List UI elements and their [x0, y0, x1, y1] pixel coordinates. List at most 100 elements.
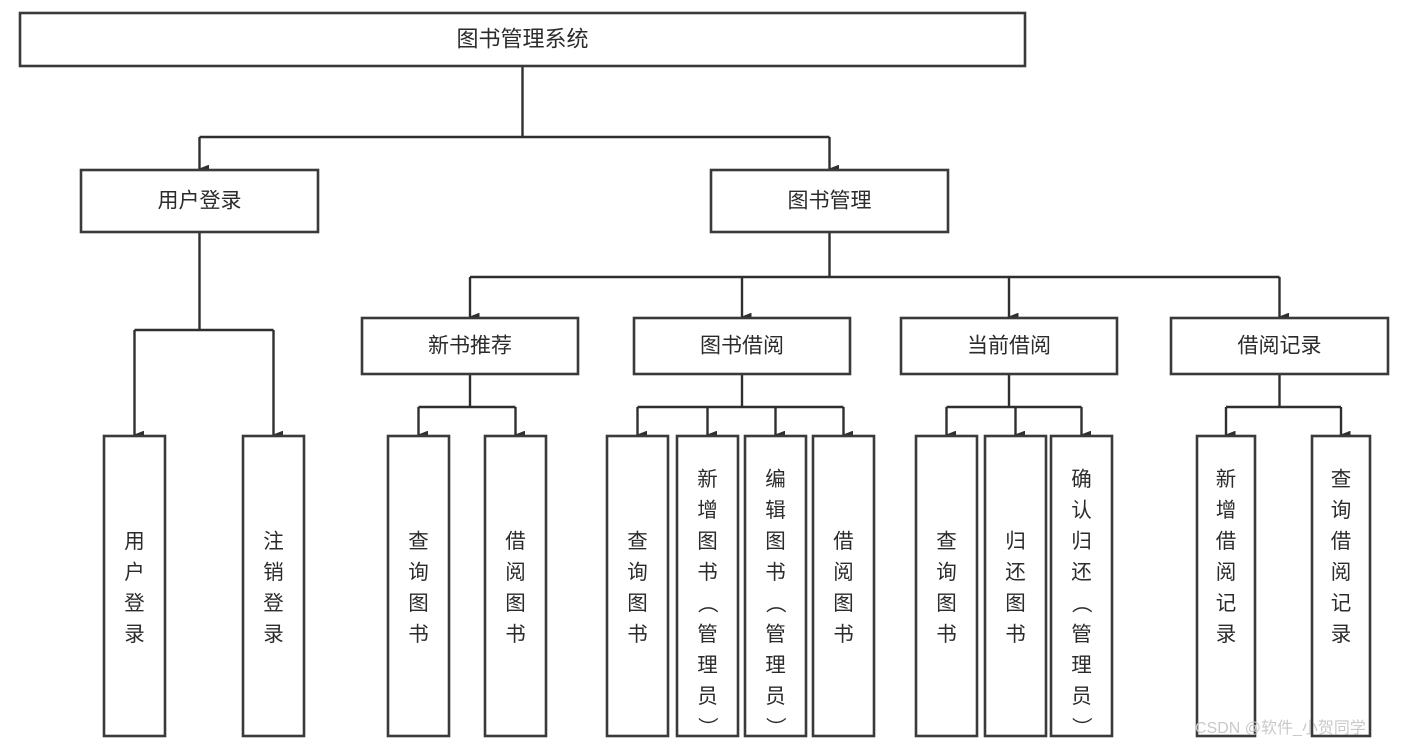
svg-text:还: 还 — [1005, 561, 1026, 584]
svg-text:）: ） — [1070, 717, 1093, 738]
svg-text:书: 书 — [833, 623, 854, 646]
node-box-root[interactable] — [18, 11, 1027, 68]
node-boxes: 图书管理系统用户登录图书管理新书推荐图书借阅当前借阅借阅记录用户登录注销登录查询… — [18, 11, 1390, 738]
connector-currentborrow_to_leaves — [947, 374, 1082, 435]
node-box-book-manage[interactable] — [709, 168, 950, 234]
connector-level2_to_level3 — [470, 232, 1280, 317]
svg-text:询: 询 — [408, 561, 429, 584]
node-box-borrow-record[interactable] — [1169, 316, 1390, 376]
node-box-leaf-query-book-1[interactable] — [386, 434, 451, 738]
svg-text:新: 新 — [1216, 468, 1237, 491]
svg-text:书: 书 — [1005, 623, 1026, 646]
connector-borrowrecord_to_leaves — [1226, 374, 1341, 435]
node-label-borrow-record: 借阅记录 — [1238, 335, 1322, 358]
node-label-leaf-user-login: 用户登录 — [124, 530, 145, 646]
connector-userlogin_to_leaves — [135, 232, 274, 435]
svg-text:销: 销 — [263, 561, 284, 584]
node-leaf-user-login[interactable]: 用户登录 — [102, 434, 167, 738]
node-box-leaf-edit-book-admin[interactable] — [743, 434, 808, 738]
node-box-leaf-add-borrow-record[interactable] — [1195, 434, 1257, 738]
svg-text:书: 书 — [697, 561, 718, 584]
node-box-leaf-query-book-2[interactable] — [605, 434, 670, 738]
node-box-leaf-query-borrow-record[interactable] — [1310, 434, 1372, 738]
svg-text:注: 注 — [263, 530, 284, 553]
svg-text:书: 书 — [408, 623, 429, 646]
svg-text:（: （ — [1070, 593, 1093, 614]
node-box-book-borrow[interactable] — [632, 316, 852, 376]
svg-text:归: 归 — [1071, 530, 1092, 553]
connector-root_to_level2 — [200, 66, 830, 169]
svg-text:确: 确 — [1071, 468, 1092, 491]
node-box-user-login[interactable] — [79, 168, 320, 234]
svg-text:录: 录 — [1331, 623, 1352, 646]
svg-text:理: 理 — [1071, 654, 1092, 677]
node-root[interactable]: 图书管理系统 — [18, 11, 1027, 68]
svg-text:书: 书 — [505, 623, 526, 646]
svg-text:理: 理 — [697, 654, 718, 677]
svg-text:归: 归 — [1005, 530, 1026, 553]
node-box-new-book-recommend[interactable] — [360, 316, 580, 376]
node-box-leaf-add-book-admin[interactable] — [675, 434, 740, 738]
svg-text:用: 用 — [124, 530, 145, 553]
svg-text:借: 借 — [1216, 530, 1237, 553]
svg-text:员: 员 — [1071, 685, 1092, 708]
svg-text:管: 管 — [697, 623, 718, 646]
node-label-book-manage: 图书管理 — [788, 190, 872, 213]
svg-text:阅: 阅 — [505, 561, 526, 584]
node-box-leaf-user-logout[interactable] — [241, 434, 306, 738]
node-label-current-borrow: 当前借阅 — [967, 335, 1051, 358]
svg-text:询: 询 — [1331, 499, 1352, 522]
node-box-leaf-return-book[interactable] — [983, 434, 1048, 738]
svg-text:阅: 阅 — [1216, 561, 1237, 584]
connector-edges — [135, 66, 1342, 435]
svg-text:查: 查 — [627, 530, 648, 553]
node-box-leaf-user-login[interactable] — [102, 434, 167, 738]
node-borrow-record[interactable]: 借阅记录 — [1169, 316, 1390, 376]
svg-text:）: ） — [696, 717, 719, 738]
node-book-manage[interactable]: 图书管理 — [709, 168, 950, 234]
svg-text:图: 图 — [765, 530, 786, 553]
svg-text:（: （ — [764, 593, 787, 614]
node-box-current-borrow[interactable] — [899, 316, 1119, 376]
svg-text:辑: 辑 — [765, 499, 786, 522]
node-label-root: 图书管理系统 — [456, 26, 588, 51]
node-box-leaf-borrow-book-1[interactable] — [483, 434, 548, 738]
node-box-leaf-borrow-book-2[interactable] — [811, 434, 876, 738]
node-current-borrow[interactable]: 当前借阅 — [899, 316, 1119, 376]
svg-text:查: 查 — [936, 530, 957, 553]
svg-text:借: 借 — [1331, 530, 1352, 553]
node-book-borrow[interactable]: 图书借阅 — [632, 316, 852, 376]
svg-text:图: 图 — [505, 592, 526, 615]
node-label-book-borrow: 图书借阅 — [700, 335, 784, 358]
node-box-leaf-query-book-3[interactable] — [914, 434, 979, 738]
svg-text:书: 书 — [936, 623, 957, 646]
svg-text:图: 图 — [408, 592, 429, 615]
svg-text:登: 登 — [124, 592, 145, 615]
svg-text:借: 借 — [833, 530, 854, 553]
node-label-user-login: 用户登录 — [158, 190, 242, 213]
node-user-login[interactable]: 用户登录 — [79, 168, 320, 234]
svg-text:图: 图 — [833, 592, 854, 615]
node-new-book-recommend[interactable]: 新书推荐 — [360, 316, 580, 376]
svg-text:）: ） — [764, 717, 787, 738]
svg-text:图: 图 — [1005, 592, 1026, 615]
node-box-leaf-confirm-return-admin[interactable] — [1049, 434, 1114, 738]
